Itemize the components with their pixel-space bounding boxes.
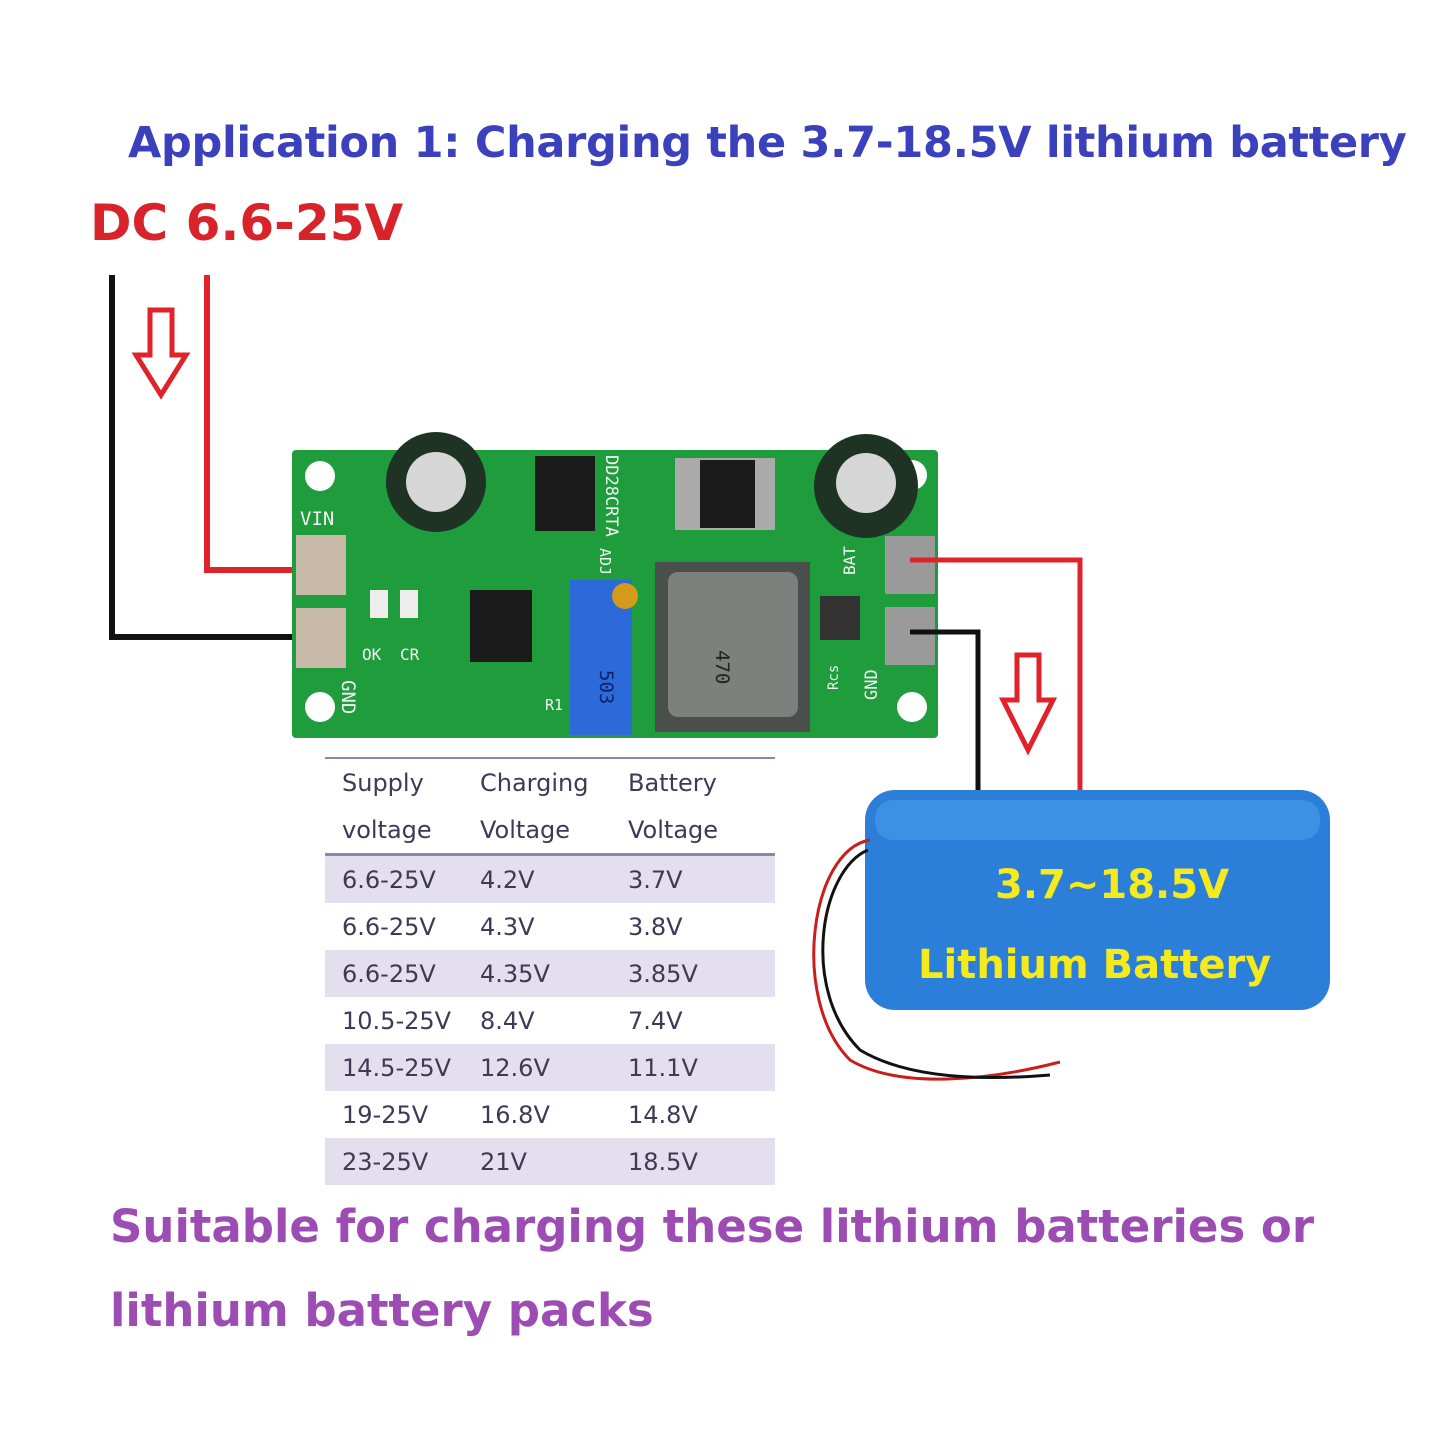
gnd-output-wire: [910, 629, 981, 800]
battery-pack: [812, 790, 1330, 1081]
board-model: DD28CRTA: [601, 455, 621, 537]
table-header-row: voltage Voltage Voltage: [325, 806, 775, 856]
cr-led-label: CR: [400, 645, 420, 664]
table-row: 6.6-25V 4.3V 3.8V: [325, 903, 775, 950]
table-row: 6.6-25V 4.35V 3.85V: [325, 950, 775, 997]
gnd-input-wire: [109, 275, 325, 640]
charging-cell: 16.8V: [480, 1100, 550, 1129]
r1-label: R1: [545, 696, 563, 714]
table-row: 19-25V 16.8V 14.8V: [325, 1091, 775, 1138]
inductor-label: 470: [711, 650, 733, 684]
table-row: 14.5-25V 12.6V 11.1V: [325, 1044, 775, 1091]
charging-cell: 12.6V: [480, 1053, 550, 1082]
battery-cell: 3.8V: [628, 912, 683, 941]
table-header-row: Supply Charging Battery: [325, 759, 775, 806]
voltage-table: Supply Charging Battery voltage Voltage …: [325, 757, 775, 1185]
supply-cell: 6.6-25V: [342, 865, 436, 894]
battery-cell: 3.85V: [628, 959, 698, 988]
down-arrow-icon: [998, 652, 1058, 756]
page-title: Application 1: Charging the 3.7-18.5V li…: [128, 118, 1407, 168]
header-cell: Voltage: [480, 815, 571, 844]
header-cell: Battery: [628, 768, 717, 797]
battery-cell: 11.1V: [628, 1053, 698, 1082]
supply-cell: 14.5-25V: [342, 1053, 452, 1082]
charger-board: 470 503 VIN OK CR GND DD28CRTA ADJ R1 BA…: [292, 432, 938, 738]
gnd-in-label: GND: [337, 680, 359, 714]
header-cell: voltage: [342, 815, 432, 844]
charging-cell: 21V: [480, 1147, 527, 1176]
supply-cell: 10.5-25V: [342, 1006, 452, 1035]
header-cell: Charging: [480, 768, 589, 797]
charging-cell: 4.35V: [480, 959, 550, 988]
footer-line-1: Suitable for charging these lithium batt…: [110, 1200, 1315, 1253]
ok-led-label: OK: [362, 645, 382, 664]
rcs-label: Rcs: [826, 665, 842, 690]
battery-cell: 14.8V: [628, 1100, 698, 1129]
supply-cell: 23-25V: [342, 1147, 429, 1176]
supply-cell: 6.6-25V: [342, 912, 436, 941]
down-arrow-icon: [131, 307, 191, 400]
battery-cell: 18.5V: [628, 1147, 698, 1176]
adj-label: ADJ: [596, 548, 614, 575]
bat-label: BAT: [840, 546, 859, 575]
bat-output-wire: [910, 557, 1083, 795]
footer-line-2: lithium battery packs: [110, 1284, 654, 1337]
input-voltage-label: DC 6.6-25V: [90, 194, 404, 252]
battery-cell: 7.4V: [628, 1006, 683, 1035]
header-cell: Voltage: [628, 815, 719, 844]
table-row: 6.6-25V 4.2V 3.7V: [325, 856, 775, 903]
charging-cell: 4.2V: [480, 865, 535, 894]
table-row: 10.5-25V 8.4V 7.4V: [325, 997, 775, 1044]
charging-cell: 8.4V: [480, 1006, 535, 1035]
charging-cell: 4.3V: [480, 912, 535, 941]
table-row: 23-25V 21V 18.5V: [325, 1138, 775, 1185]
battery-type-label: Lithium Battery: [918, 942, 1272, 988]
header-cell: Supply: [342, 768, 424, 797]
supply-cell: 19-25V: [342, 1100, 429, 1129]
vin-label: VIN: [300, 508, 334, 530]
pot-label: 503: [595, 670, 617, 704]
gnd-out-label: GND: [862, 669, 882, 700]
battery-cell: 3.7V: [628, 865, 683, 894]
supply-cell: 6.6-25V: [342, 959, 436, 988]
vin-input-wire: [204, 275, 322, 573]
battery-voltage-label: 3.7~18.5V: [995, 862, 1230, 908]
